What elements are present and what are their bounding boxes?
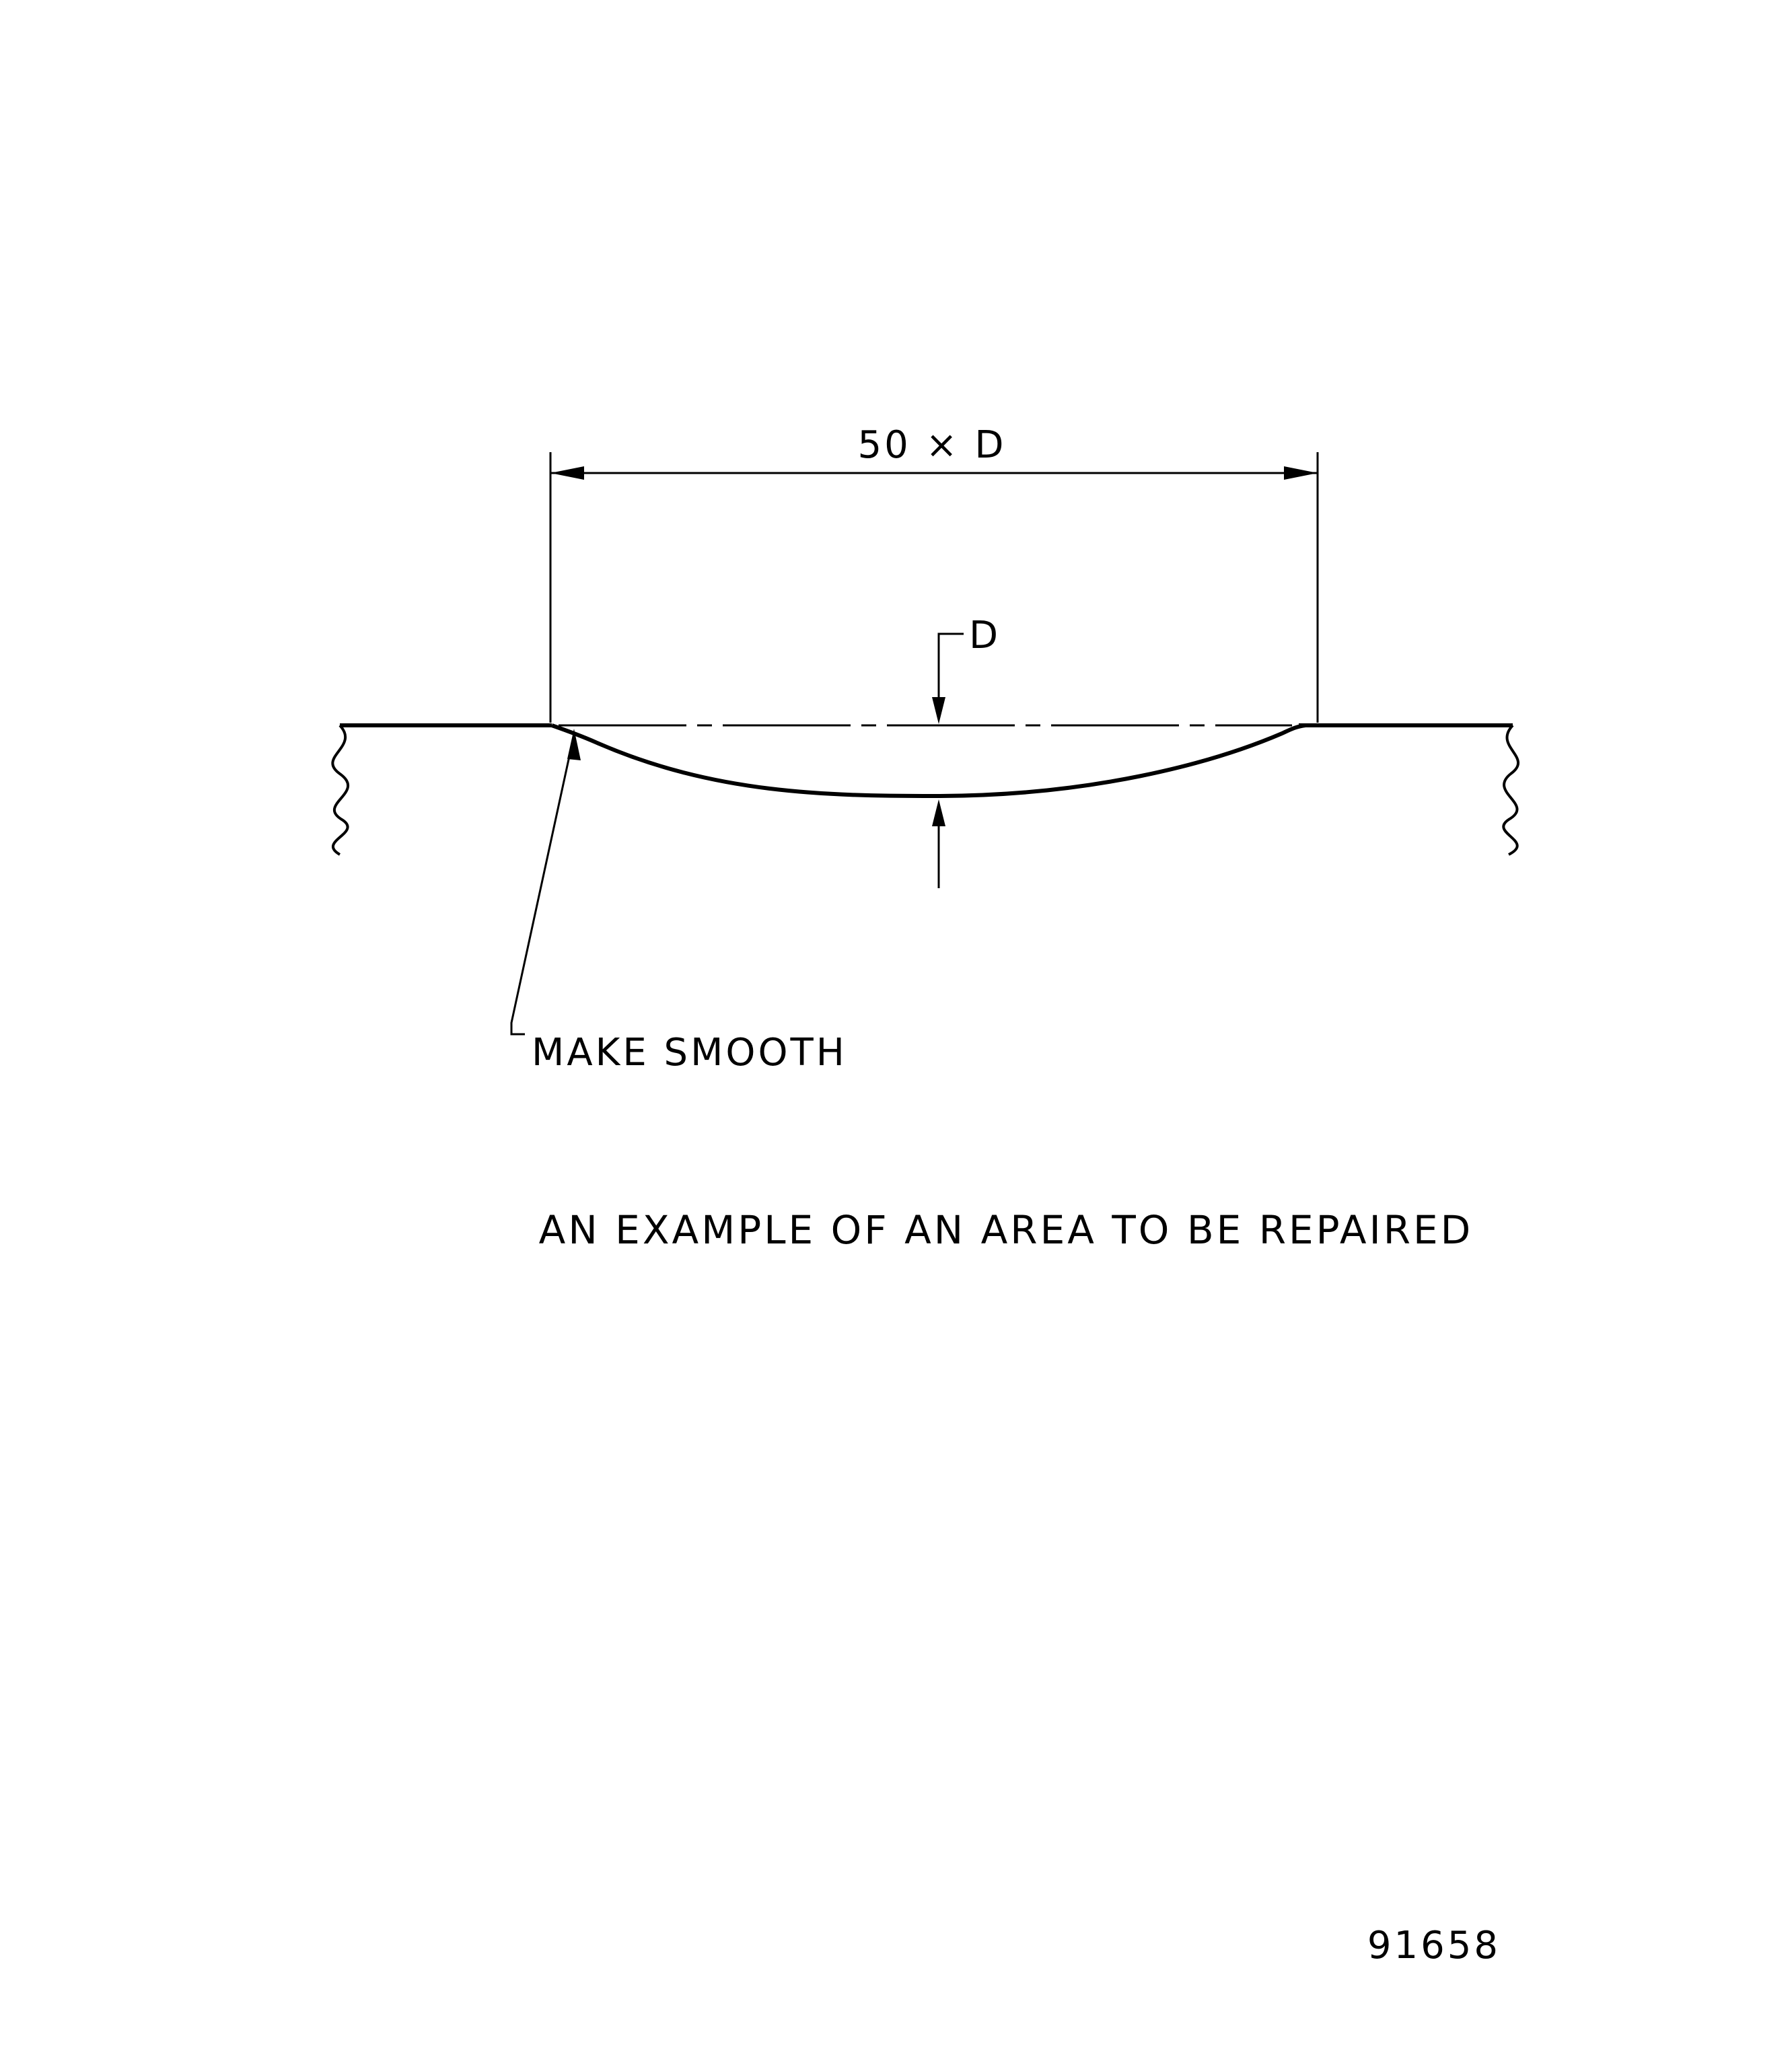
- depth-arrow-bottom: [932, 799, 945, 826]
- depth-leader-top: [937, 632, 964, 700]
- figure-caption: AN EXAMPLE OF AN AREA TO BE REPAIRED: [539, 1207, 1474, 1253]
- depth-label: D: [969, 614, 1001, 657]
- dimension-label: 50 × D: [858, 423, 1007, 467]
- make-smooth-leader: [510, 734, 575, 1036]
- depression-profile: [551, 723, 1306, 799]
- make-smooth-arrow: [567, 729, 581, 760]
- break-line-left: [331, 724, 350, 856]
- depth-arrow-top: [932, 697, 945, 724]
- dimension-arrow-left: [550, 466, 584, 480]
- dimension-arrow-right: [1284, 466, 1318, 480]
- figure-number: 91658: [1367, 1924, 1501, 1967]
- make-smooth-label: MAKE SMOOTH: [532, 1031, 847, 1075]
- break-line-right: [1502, 724, 1520, 856]
